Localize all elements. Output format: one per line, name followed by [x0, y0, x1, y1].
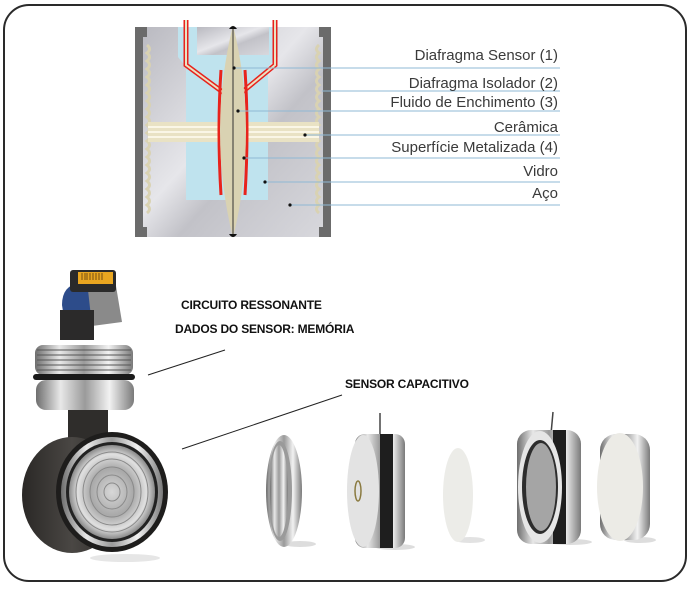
part-ceramic-disc — [443, 448, 485, 543]
label-ceramic: Cerâmica — [493, 119, 558, 136]
assembled-sensor-photo — [22, 270, 168, 562]
barcode-label — [78, 272, 113, 284]
steel-collar — [36, 380, 134, 410]
label-glass: Vidro — [523, 163, 558, 180]
pointer-capacitive-sensor — [181, 394, 343, 450]
leader-lines — [234, 67, 560, 206]
leader-dots — [232, 66, 307, 207]
right-metallized-surface — [243, 69, 249, 196]
o-ring — [33, 374, 135, 380]
label-isolating-diaphragm: Diafragma Isolador (2) — [408, 75, 558, 92]
part-steel-ring — [266, 435, 316, 547]
left-steel-flange — [135, 27, 147, 237]
isolating-diaphragm-face — [69, 445, 155, 539]
right-steel-flange — [319, 27, 331, 237]
part-steel-cover — [597, 433, 656, 543]
left-metallized-surface — [217, 69, 223, 196]
caption-resonant-circuit: CIRCUITO RESSONANTE — [181, 298, 322, 312]
pointer-resonant-circuit — [147, 349, 226, 376]
figure-frame — [3, 4, 687, 582]
label-sensor-diaphragm: Diafragma Sensor (1) — [414, 47, 558, 64]
caption-sensor-data-memory: DADOS DO SENSOR: MEMÓRIA — [175, 322, 355, 336]
label-metallized-surface: Superfície Metalizada (4) — [391, 139, 558, 156]
label-fill-fluid: Fluido de Enchimento (3) — [390, 94, 558, 111]
caption-capacitive-sensor: SENSOR CAPACITIVO — [345, 377, 469, 391]
label-steel: Aço — [532, 185, 558, 202]
gray-ribbon-cable — [88, 286, 122, 326]
part-sensor-cell-2 — [517, 411, 592, 545]
exploded-sensor-parts — [266, 411, 656, 550]
part-sensor-cell-1 — [347, 413, 415, 550]
cross-section-diagram — [135, 20, 560, 238]
